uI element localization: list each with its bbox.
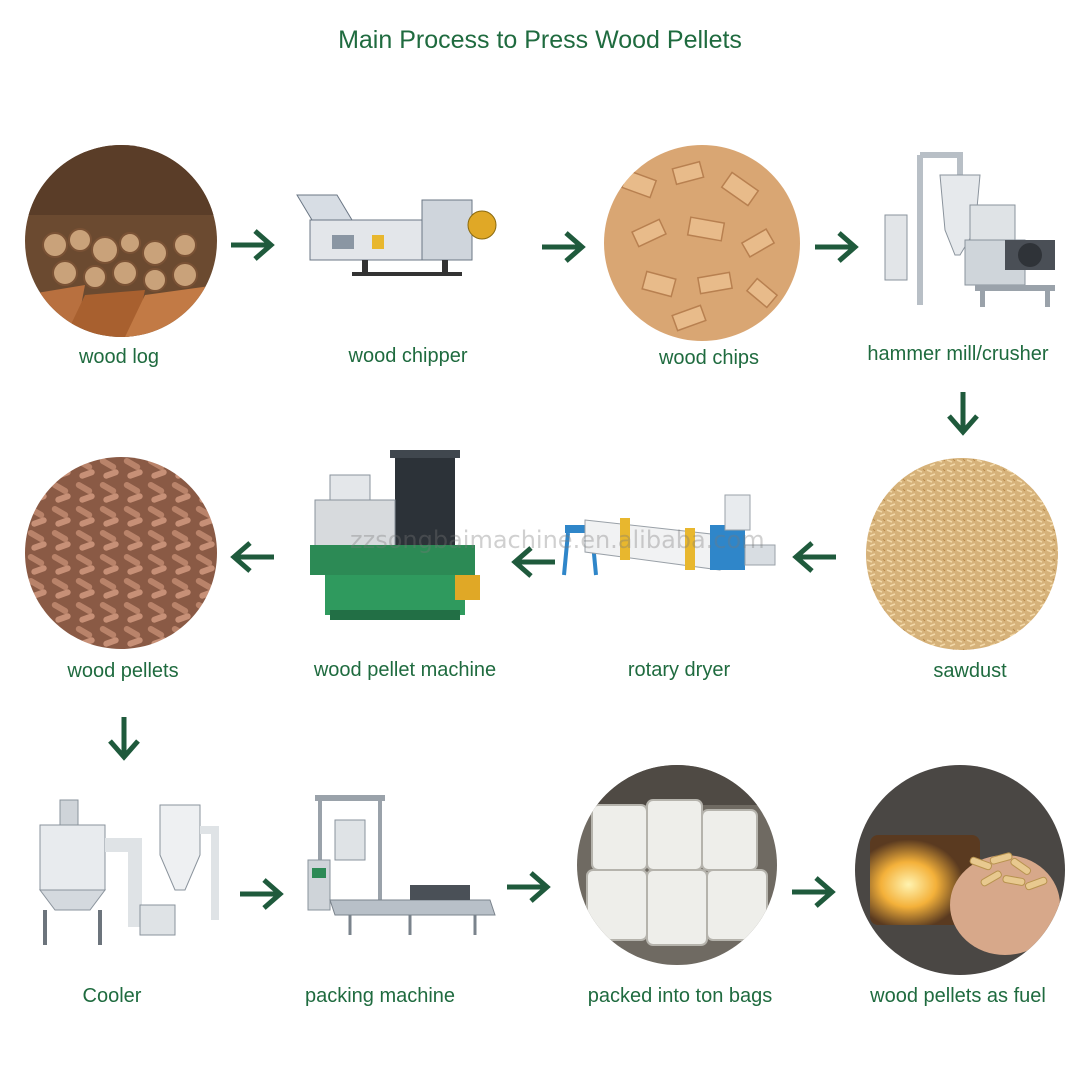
- arrow-right-icon: [505, 870, 551, 904]
- hammer-mill-image: [880, 145, 1065, 310]
- rotary-dryer-image: [560, 490, 785, 585]
- step-label-rotary-dryer: rotary dryer: [627, 659, 731, 681]
- arrow-left-icon: [230, 540, 276, 574]
- arrow-right-icon: [790, 875, 836, 909]
- watermark: zzsongbaimachine.en.alibaba.com: [350, 526, 765, 554]
- cooler-image: [35, 795, 220, 950]
- step-label-hammer-mill-crusher: hammer mill/crusher: [867, 343, 1049, 365]
- step-label-wood-pellets-as-fuel: wood pellets as fuel: [870, 985, 1046, 1007]
- arrow-down-icon: [106, 715, 142, 763]
- arrow-right-icon: [540, 230, 586, 264]
- wood-pellet-machine-image: [305, 445, 490, 630]
- ton-bags-image: [577, 765, 777, 965]
- arrow-right-icon: [238, 877, 284, 911]
- step-label-wood-pellets: wood pellets: [67, 660, 179, 682]
- arrow-left-icon: [511, 545, 557, 579]
- step-label-cooler: Cooler: [82, 985, 142, 1007]
- step-label-wood-chips: wood chips: [658, 347, 760, 369]
- sawdust-image: [866, 458, 1058, 650]
- arrow-right-icon: [813, 230, 859, 264]
- wood-pellets-image: [25, 457, 217, 649]
- step-label-wood-chipper: wood chipper: [348, 345, 468, 367]
- page-title: Main Process to Press Wood Pellets: [338, 26, 742, 54]
- step-label-packing-machine: packing machine: [304, 985, 456, 1007]
- wood-chips-image: [604, 145, 800, 341]
- pellets-as-fuel-image: [855, 765, 1065, 975]
- wood-log-image: [25, 145, 217, 337]
- arrow-down-icon: [945, 390, 981, 438]
- step-label-sawdust: sawdust: [933, 660, 1007, 682]
- arrow-right-icon: [229, 228, 275, 262]
- wood-chipper-image: [292, 180, 514, 280]
- packing-machine-image: [300, 790, 500, 950]
- step-label-wood-pellet-machine: wood pellet machine: [313, 659, 497, 681]
- step-label-packed-into-ton-bags: packed into ton bags: [587, 985, 773, 1007]
- step-label-wood-log: wood log: [78, 346, 160, 368]
- arrow-left-icon: [792, 540, 838, 574]
